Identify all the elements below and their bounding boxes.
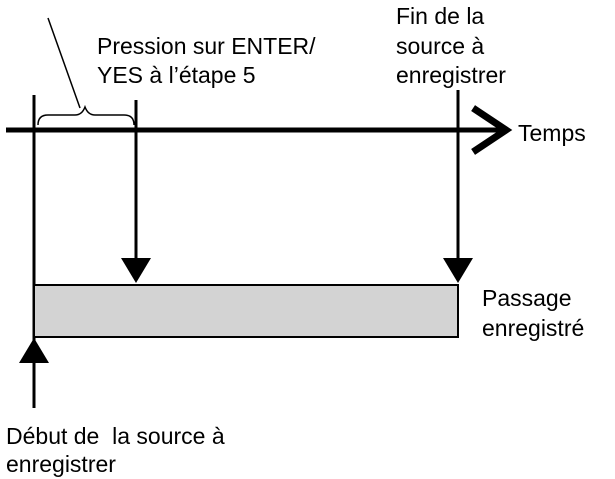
source-end-label-line1: Fin de la	[396, 3, 484, 29]
source-start-arrowhead	[19, 338, 49, 363]
source-end-label-line2: source à	[396, 33, 484, 59]
time-axis-label: Temps	[518, 120, 586, 146]
recorded-passage-label-line1: Passage	[482, 285, 572, 311]
source-start-label-line1: Début de la source à	[6, 423, 225, 449]
brace-leader-line	[47, 17, 81, 109]
enter-press-label-line2: YES à l’étape 5	[97, 62, 256, 88]
recorded-passage-label-line2: enregistré	[482, 315, 584, 341]
interval-brace	[37, 104, 135, 126]
source-end-label-line3: enregistrer	[396, 62, 506, 88]
time-axis-arrowhead	[471, 105, 513, 155]
enter-press-label-line1: Pression sur ENTER/	[97, 33, 316, 59]
recorded-passage-bar	[33, 284, 459, 338]
enter-press-arrowhead	[121, 258, 151, 283]
source-end-arrowhead	[443, 258, 473, 283]
source-start-label-line2: enregistrer	[6, 451, 116, 477]
